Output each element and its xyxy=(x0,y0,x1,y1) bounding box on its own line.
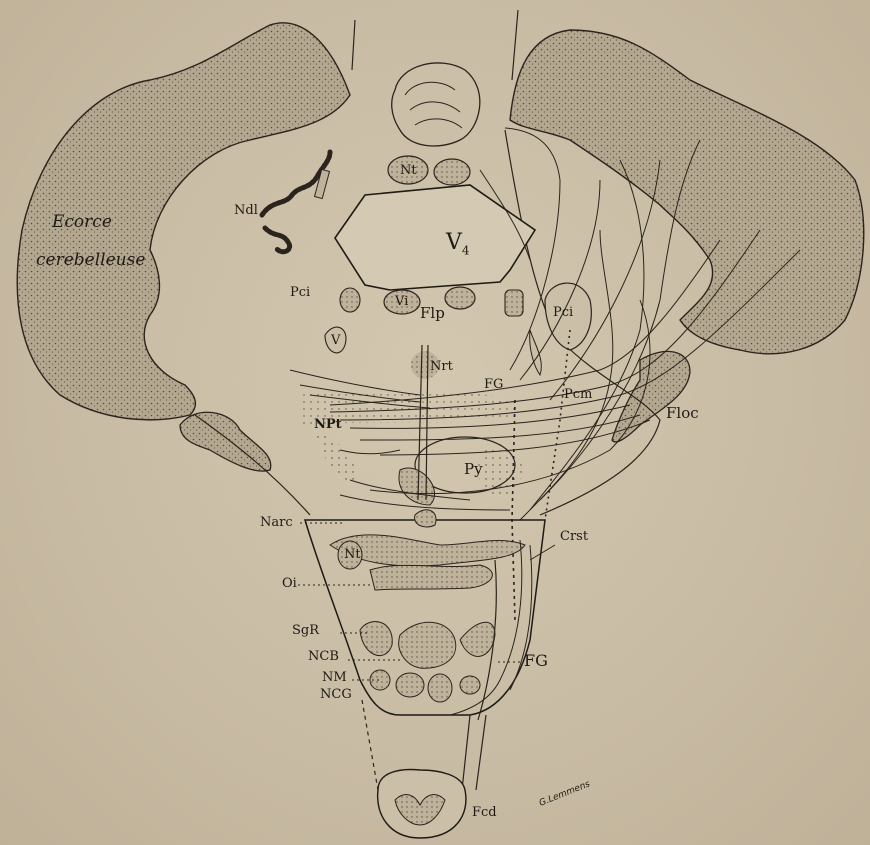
label-sgr: SgR xyxy=(292,624,319,637)
label-ndl: Ndl xyxy=(234,204,258,217)
label-ncb: NCB xyxy=(308,650,339,663)
label-crst: Crst xyxy=(560,530,588,543)
label-v4: V4 xyxy=(446,232,470,256)
label-npt: NPt xyxy=(314,418,342,431)
label-pci-right: Pci xyxy=(553,306,573,319)
spinal-tract xyxy=(462,560,496,790)
label-fg-lower: FG xyxy=(524,653,548,669)
label-oi: Oi xyxy=(282,577,297,590)
vermis-nodule xyxy=(392,63,480,146)
label-v-small: V xyxy=(331,334,340,347)
label-cerebelleuse: cerebelleuse xyxy=(36,252,145,269)
label-nt-lower: Nt xyxy=(344,548,361,561)
fourth-ventricle xyxy=(335,185,535,290)
flocculus xyxy=(612,351,690,441)
label-ecorce: Ecorce xyxy=(52,214,112,231)
label-v4-sub: 4 xyxy=(462,243,470,257)
label-py: Py xyxy=(464,462,483,477)
label-v4-letter: V xyxy=(446,230,462,255)
label-vi: Vi xyxy=(395,295,408,308)
label-nm: NM xyxy=(322,671,347,684)
dentate-nucleus xyxy=(262,152,330,252)
label-flp: Flp xyxy=(420,306,445,321)
label-pci-left: Pci xyxy=(290,286,310,299)
label-fcd: Fcd xyxy=(472,806,497,819)
label-pcm: Pcm xyxy=(564,388,592,401)
label-narc: Narc xyxy=(260,516,293,529)
label-nt-top: Nt xyxy=(400,164,417,177)
label-ncg: NCG xyxy=(320,688,352,701)
label-floc: Floc xyxy=(666,406,699,421)
label-nrt: Nrt xyxy=(430,360,453,373)
label-fg-upper: FG xyxy=(484,378,503,391)
